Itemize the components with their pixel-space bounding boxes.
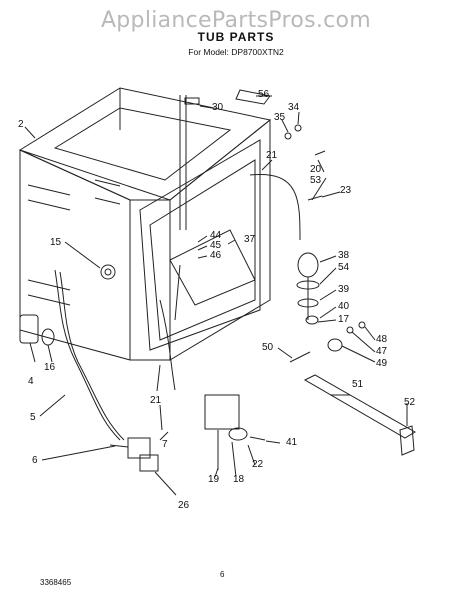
tub-top-inner (53, 107, 232, 181)
callout-52: 52 (404, 397, 416, 408)
callout-15: 15 (50, 237, 62, 248)
callout-56: 56 (258, 89, 270, 100)
callout-23: 23 (340, 185, 352, 196)
callout-38: 38 (338, 250, 350, 261)
callout-39: 39 (338, 284, 350, 295)
tub-top-face (18, 87, 272, 201)
callout-4: 4 (28, 376, 34, 387)
callout-18: 18 (233, 474, 245, 485)
callout-16: 16 (44, 362, 56, 373)
callout-51: 51 (352, 379, 364, 390)
callout-7: 7 (162, 439, 168, 450)
footer-code: 3368465 (40, 578, 72, 587)
callout-34: 34 (288, 102, 300, 113)
drain-hose (54, 269, 121, 441)
callout-49: 49 (376, 358, 388, 369)
callout-30: 30 (212, 102, 224, 113)
footer-page: 6 (220, 570, 225, 579)
callout-44: 44 (210, 230, 222, 241)
callout-2: 2 (18, 119, 24, 130)
callout-5: 5 (30, 412, 36, 423)
callout-17: 17 (338, 314, 350, 325)
tub-right-face (169, 118, 271, 361)
callout-6: 6 (32, 455, 38, 466)
callout-22: 22 (252, 459, 264, 470)
callout-53: 53 (310, 175, 322, 186)
diagram-title: TUB PARTS (197, 30, 275, 44)
rail-part-51 (303, 374, 416, 439)
watermark: AppliancePartsPros.com (100, 8, 372, 33)
tub-door-opening (139, 139, 261, 351)
callout-41: 41 (286, 437, 298, 448)
callout-47: 47 (376, 346, 388, 357)
callout-40: 40 (338, 301, 350, 312)
callout-20: 20 (310, 164, 322, 175)
callout-54: 54 (338, 262, 350, 273)
callout-45: 45 (210, 240, 222, 251)
callout-21: 21 (266, 150, 278, 161)
door-gasket (149, 159, 256, 341)
callout-37: 37 (244, 234, 256, 245)
callout-46: 46 (210, 250, 222, 261)
callout-50: 50 (262, 342, 274, 353)
callout-19: 19 (208, 474, 220, 485)
callout-26: 26 (178, 500, 190, 511)
model-line: For Model: DP8700XTN2 (188, 47, 284, 57)
callout-35: 35 (274, 112, 286, 123)
callout-48: 48 (376, 334, 388, 345)
callout-21: 21 (150, 395, 162, 406)
